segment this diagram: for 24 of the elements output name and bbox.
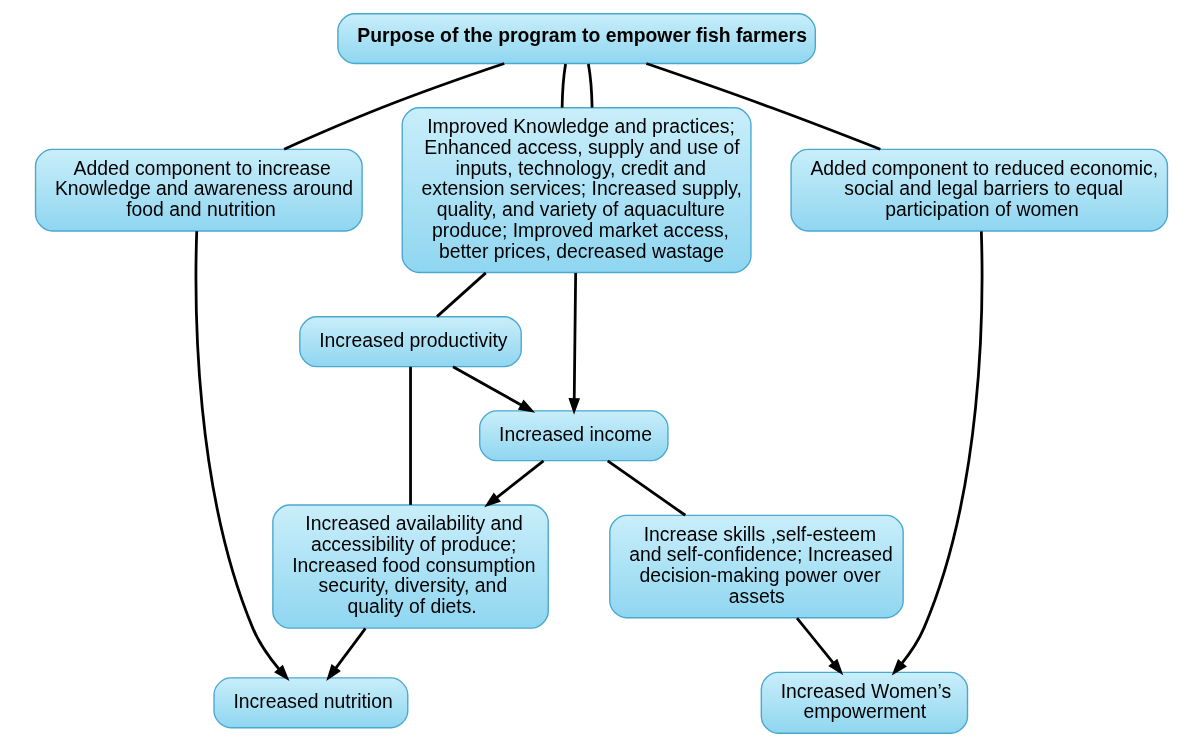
node-box: Increased availability and accessibility of produce; Increased food consumption security, diversity, and quality of diets.: [272, 504, 549, 629]
node-box: Increased income: [479, 410, 669, 462]
node-box: Increased nutrition: [213, 677, 409, 729]
connector: [283, 62, 505, 151]
node-box: Increase skills ,self-esteem and self-confidence; Increased decision-making power over assets: [609, 514, 904, 619]
connector: [409, 366, 412, 505]
connector: [436, 271, 487, 318]
connector: [560, 63, 567, 108]
node-box: Added component to increase Knowledge and awareness around food and nutrition: [34, 148, 363, 232]
arrow: [568, 273, 581, 415]
node-box: Increased productivity: [299, 316, 522, 368]
arrow: [194, 231, 290, 682]
node-box: Increased Women’s empowerment: [760, 671, 969, 734]
arrow: [795, 617, 844, 676]
connector: [606, 459, 687, 517]
arrow: [452, 365, 536, 413]
connector: [587, 63, 594, 108]
connector: [645, 62, 881, 151]
arrow: [326, 627, 367, 681]
arrow: [891, 231, 984, 676]
node-box: Added component to reduced economic, social and legal barriers to equal participation of women: [790, 148, 1169, 232]
node-box: Improved Knowledge and practices; Enhanced access, supply and use of inputs, technology, credit and extension services; Increased supply, quality, and variety of aquaculture produce; Improved market access, better prices, decreased wastage: [401, 107, 752, 274]
arrow: [484, 459, 545, 508]
node-box: Purpose of the program to empower fish farmers: [337, 13, 816, 65]
